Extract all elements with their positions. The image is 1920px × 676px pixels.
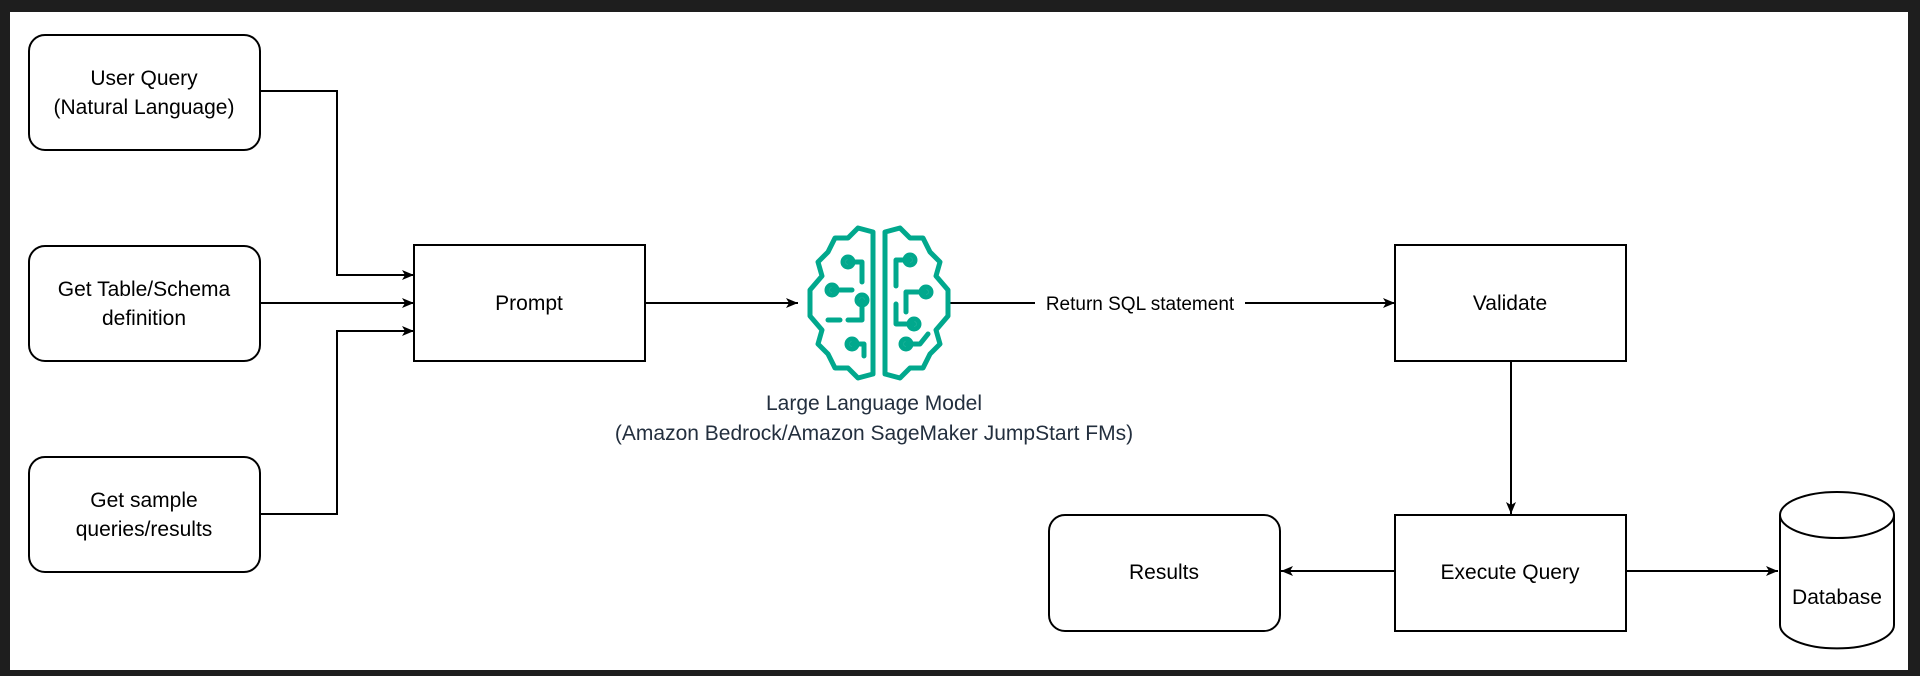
node-sample-queries: Get sample queries/results — [28, 456, 261, 573]
node-results-label: Results — [1129, 561, 1199, 584]
node-sample-queries-line1: Get sample — [90, 489, 197, 512]
node-results: Results — [1048, 514, 1281, 632]
llm-caption-title: Large Language Model — [766, 392, 982, 415]
brain-circuit-icon — [807, 225, 951, 381]
connectors — [260, 90, 1778, 576]
node-table-schema: Get Table/Schema definition — [28, 245, 261, 362]
node-database: Database — [1779, 491, 1895, 650]
node-prompt: Prompt — [413, 244, 646, 362]
node-execute-query: Execute Query — [1394, 514, 1627, 632]
node-database-label: Database — [1792, 586, 1882, 609]
node-user-query-line1: User Query — [90, 67, 198, 90]
node-execute-query-label: Execute Query — [1441, 561, 1580, 584]
edge-user-query-to-prompt — [260, 90, 414, 280]
node-user-query-line2: (Natural Language) — [54, 96, 235, 119]
node-sample-queries-line2: queries/results — [76, 518, 213, 541]
node-validate-label: Validate — [1473, 292, 1547, 315]
llm-caption-subtitle: (Amazon Bedrock/Amazon SageMaker JumpSta… — [615, 422, 1133, 445]
edge-label-return-sql: Return SQL statement — [1046, 294, 1235, 315]
edge-sample-queries-to-prompt — [260, 326, 414, 515]
node-table-schema-line2: definition — [102, 307, 186, 330]
node-validate: Validate — [1394, 244, 1627, 362]
node-table-schema-line1: Get Table/Schema — [58, 278, 231, 301]
node-prompt-label: Prompt — [495, 292, 563, 315]
cylinder-database-icon — [1779, 491, 1895, 650]
node-user-query: User Query (Natural Language) — [28, 34, 261, 151]
